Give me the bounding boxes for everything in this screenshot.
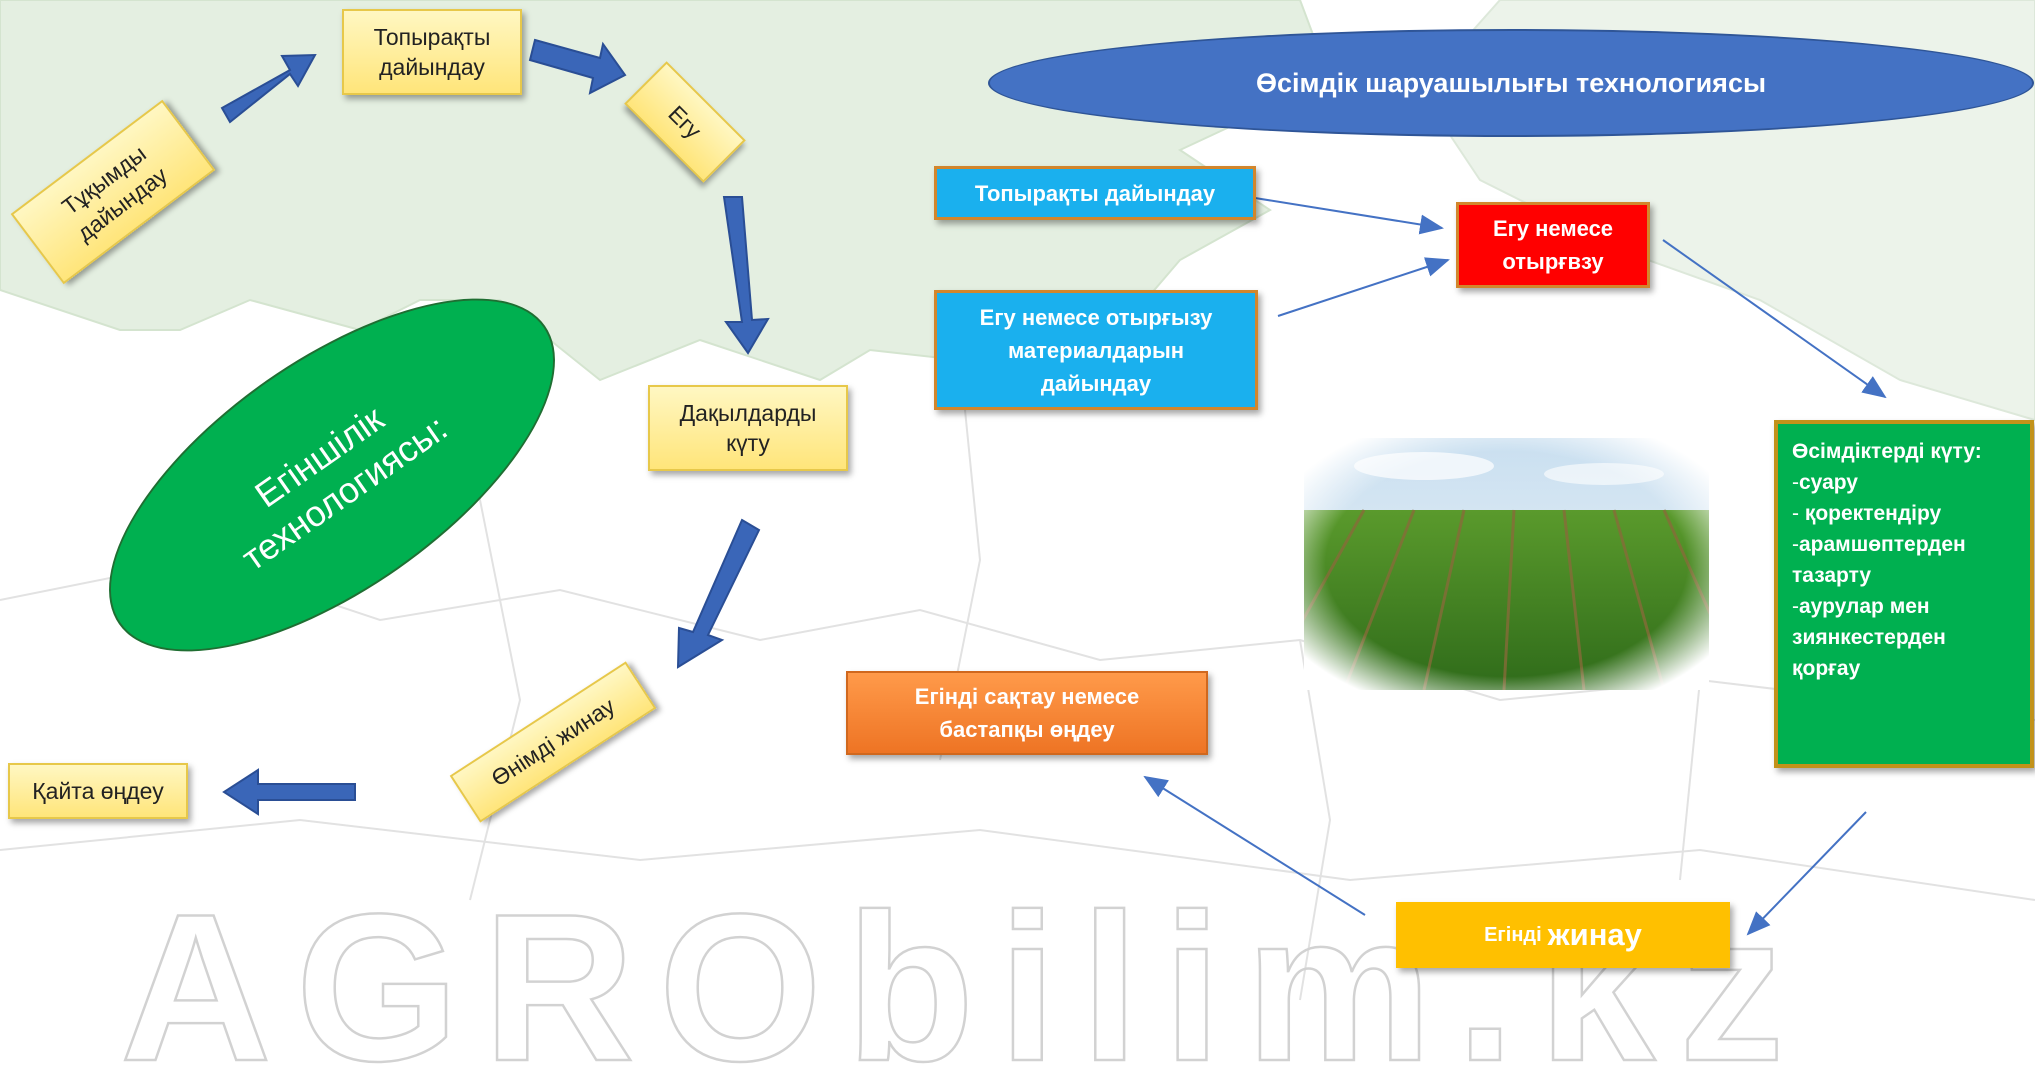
page-title: Өсімдік шаруашылығы технологиясы [1255,67,1767,98]
material-prep-line1: Егу немесе отырғызу [979,304,1213,330]
harvest-small-label: Егінді [1484,923,1542,946]
box-sowing-line2: отырғвзу [1502,249,1604,274]
cycle-arrows [220,38,770,816]
plant-care-item: - қоректендіру [1792,502,1942,525]
plant-care-item: қорғау [1792,657,1861,680]
map-region-green [0,0,1332,382]
soil-prep-line2: дайындау [379,54,485,80]
box-storage: Егінді сақтау немесе бастапқы өңдеу [846,671,1208,755]
node-reprocess: Қайта өңдеу [8,763,188,819]
plant-care-item: зиянкестерден [1792,626,1946,649]
node-crop-care: Дақылдарды күту [648,385,848,471]
storage-line2: бастапқы өңдеу [939,717,1115,742]
plant-care-item: -аурулар мен [1792,595,1930,618]
connector-soil-to-sowing [1254,197,1444,235]
plant-care-item: тазарту [1792,564,1872,587]
material-prep-line3: дайындау [1040,370,1152,396]
field-photo [1304,438,1709,690]
box-soil-prep-label: Топырақты дайындау [974,180,1216,206]
flow-connectors [1143,197,1887,936]
box-harvest: Егінді жинау [1396,902,1730,968]
plant-care-item: -суару [1792,471,1858,494]
title-ellipse: Өсімдік шаруашылығы технологиясы [988,29,2034,137]
box-material-prep: Егу немесе отырғызу материалдарын дайынд… [934,290,1258,410]
arrow-seed-to-soil [220,53,317,124]
connector-sowing-to-care [1662,239,1887,399]
box-sowing-line1: Егу немесе [1492,216,1614,241]
storage-line1: Егінді сақтау немесе [914,684,1140,709]
box-plant-care: Өсімдіктерді күту: -суару - қоректендіру… [1774,420,2034,768]
node-soil-prep: Топырақты дайындау [342,9,522,95]
crop-care-line1: Дақылдарды [679,400,817,426]
arrow-care-to-harvest [676,518,761,669]
farming-tech-label: Егіншілік технологиясы: [208,370,455,580]
watermark: AGRObilim.kz [120,870,1808,1076]
crop-care-line2: күту [726,430,770,456]
reprocess-label: Қайта өңдеу [32,778,164,804]
harvest-big-label: жинау [1547,917,1642,952]
box-sowing: Егу немесе отырғвзу [1456,202,1650,288]
connector-care-to-harvest [1746,811,1867,936]
arrow-sowing-to-care [722,196,770,355]
connector-material-to-sowing [1277,257,1450,317]
connector-harvest-to-storage [1143,775,1366,916]
plant-care-title: Өсімдіктерді күту: [1792,440,1982,463]
arrow-to-reprocess [222,768,356,816]
plant-care-item: -арамшөптерден [1792,533,1966,556]
arrow-soil-to-sowing [528,38,627,95]
soil-prep-line1: Топырақты [373,24,491,50]
box-soil-prep: Топырақты дайындау [934,166,1256,220]
sowing-label: Егу [663,100,707,144]
material-prep-line2: материалдарын [1007,337,1185,363]
